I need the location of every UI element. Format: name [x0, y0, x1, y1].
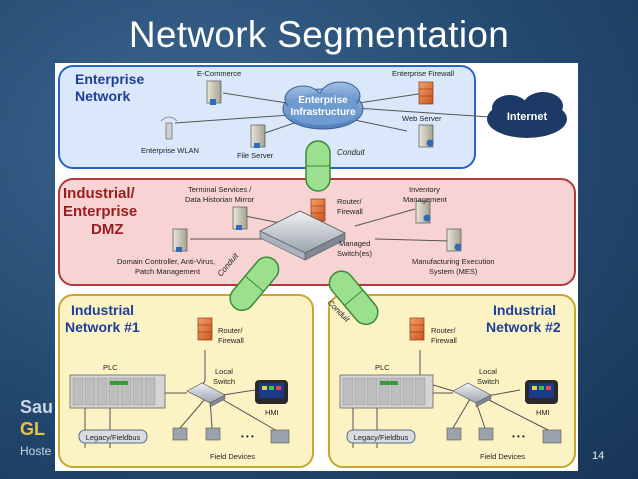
- industrial-2-legacy-label: Legacy/Fieldbus: [354, 433, 409, 442]
- enterprise-infra-label-1: Enterprise: [298, 95, 348, 106]
- industrial-2-hmi-icon: [525, 380, 558, 404]
- file-server-icon: [250, 124, 266, 148]
- web-server-icon: [418, 124, 434, 148]
- network-segmentation-diagram: Enterprise Network Industrial/ Enterpris…: [58, 65, 576, 468]
- industrial-1-field-devices-label: Field Devices: [210, 452, 255, 461]
- industrial-1-field-devices-icon: [172, 427, 290, 444]
- brand-line-2: GL: [20, 419, 45, 439]
- conduit-dmz-industrial-1: [229, 256, 280, 312]
- industrial-2-field-devices-label: Field Devices: [480, 452, 525, 461]
- enterprise-infrastructure-cloud-icon: [282, 81, 364, 130]
- terminal-services-label-1: Terminal Services /: [188, 185, 252, 194]
- industrial-2-local-switch-label-1: Local: [479, 367, 497, 376]
- file-server-label: File Server: [237, 151, 274, 160]
- industrial-1-local-switch-label-2: Switch: [213, 377, 235, 386]
- managed-switch-label-2: Switch(es): [337, 249, 373, 258]
- industrial-1-legacy-fieldbus: [78, 429, 148, 444]
- industrial-2-field-devices-icon: [446, 427, 562, 444]
- industrial-1-hmi-label: HMI: [265, 408, 279, 417]
- enterprise-wlan-label: Enterprise WLAN: [141, 146, 199, 155]
- conduit-dmz-industrial-2: [328, 270, 379, 326]
- industrial-2-local-switch-icon: [452, 382, 492, 408]
- internet-label: Internet: [507, 111, 548, 123]
- industrial-2-title-2: Network #2: [486, 319, 561, 335]
- brand-line-1: Sau: [20, 397, 54, 417]
- industrial-1-hmi-icon: [255, 380, 288, 404]
- conduit-label-top: Conduit: [337, 148, 365, 157]
- ecommerce-server-icon: [206, 80, 222, 105]
- industrial-1-ellipsis: • • •: [241, 432, 254, 441]
- slide-brand-logo: Sau GL Hoste: [20, 396, 53, 462]
- industrial-1-title-1: Industrial: [71, 302, 134, 318]
- dmz-zone-title-3: DMZ: [91, 221, 124, 238]
- mes-server-icon: [446, 228, 462, 252]
- industrial-2-router-label-1: Router/: [431, 326, 457, 335]
- industrial-2-local-switch-label-2: Switch: [477, 377, 499, 386]
- industrial-1-local-switch-label-1: Local: [215, 367, 233, 376]
- terminal-services-server-icon: [232, 206, 248, 230]
- industrial-2-hmi-label: HMI: [536, 408, 550, 417]
- industrial-2-plc-rack-icon: [339, 374, 434, 409]
- industrial-1-router-label-1: Router/: [218, 326, 244, 335]
- mes-label-2: System (MES): [429, 267, 478, 276]
- enterprise-zone-title-1: Enterprise: [75, 71, 144, 87]
- domain-controller-label-1: Domain Controller, Anti-Virus,: [117, 257, 215, 266]
- inventory-label-1: Inventory: [409, 185, 440, 194]
- terminal-services-label-2: Data Historian Mirror: [185, 195, 255, 204]
- enterprise-firewall-label: Enterprise Firewall: [392, 69, 454, 78]
- enterprise-infra-label-2: Infrastructure: [290, 107, 355, 118]
- industrial-1-plc-label: PLC: [103, 363, 118, 372]
- slide-title: Network Segmentation: [128, 14, 510, 55]
- industrial-1-legacy-label: Legacy/Fieldbus: [86, 433, 141, 442]
- industrial-1-title-2: Network #1: [65, 319, 140, 335]
- enterprise-zone-title-2: Network: [75, 88, 130, 104]
- industrial-2-router-label-2: Firewall: [431, 336, 457, 345]
- ecommerce-label: E-Commerce: [197, 69, 241, 78]
- industrial-2-router-firewall-icon: [409, 317, 425, 341]
- industrial-2-title-1: Industrial: [493, 302, 556, 318]
- inventory-server-icon: [415, 200, 431, 224]
- web-server-label: Web Server: [402, 114, 442, 123]
- industrial-network-1-zone: [58, 294, 314, 468]
- enterprise-firewall-icon: [418, 81, 434, 105]
- managed-switch-icon: [259, 210, 346, 261]
- dmz-zone-title-1: Industrial/: [63, 185, 136, 202]
- industrial-network-2-zone: [328, 294, 576, 468]
- domain-controller-server-icon: [172, 228, 188, 252]
- industrial-2-plc-label: PLC: [375, 363, 390, 372]
- industrial-2-ellipsis: • • •: [512, 432, 525, 441]
- inventory-label-2: Management: [403, 195, 448, 204]
- mes-label-1: Manufacturing Execution: [412, 257, 495, 266]
- dmz-router-label-2: Firewall: [337, 207, 363, 216]
- dmz-router-label-1: Router/: [337, 197, 363, 206]
- industrial-1-router-firewall-icon: [197, 317, 213, 341]
- domain-controller-label-2: Patch Management: [135, 267, 201, 276]
- conduit-enterprise-dmz: [305, 140, 331, 192]
- wireless-access-point-icon: [160, 116, 178, 140]
- internet-cloud-icon: [487, 92, 567, 138]
- industrial-2-legacy-fieldbus: [346, 429, 416, 444]
- page-number: 14: [592, 450, 605, 462]
- industrial-1-plc-rack-icon: [69, 374, 166, 409]
- dmz-zone-title-2: Enterprise: [63, 203, 137, 220]
- industrial-1-router-label-2: Firewall: [218, 336, 244, 345]
- diagram-panel: Enterprise Network Industrial/ Enterpris…: [55, 63, 578, 471]
- industrial-1-local-switch-icon: [186, 382, 226, 408]
- brand-line-3: Hoste: [20, 444, 52, 458]
- managed-switch-label-1: Managed: [339, 239, 370, 248]
